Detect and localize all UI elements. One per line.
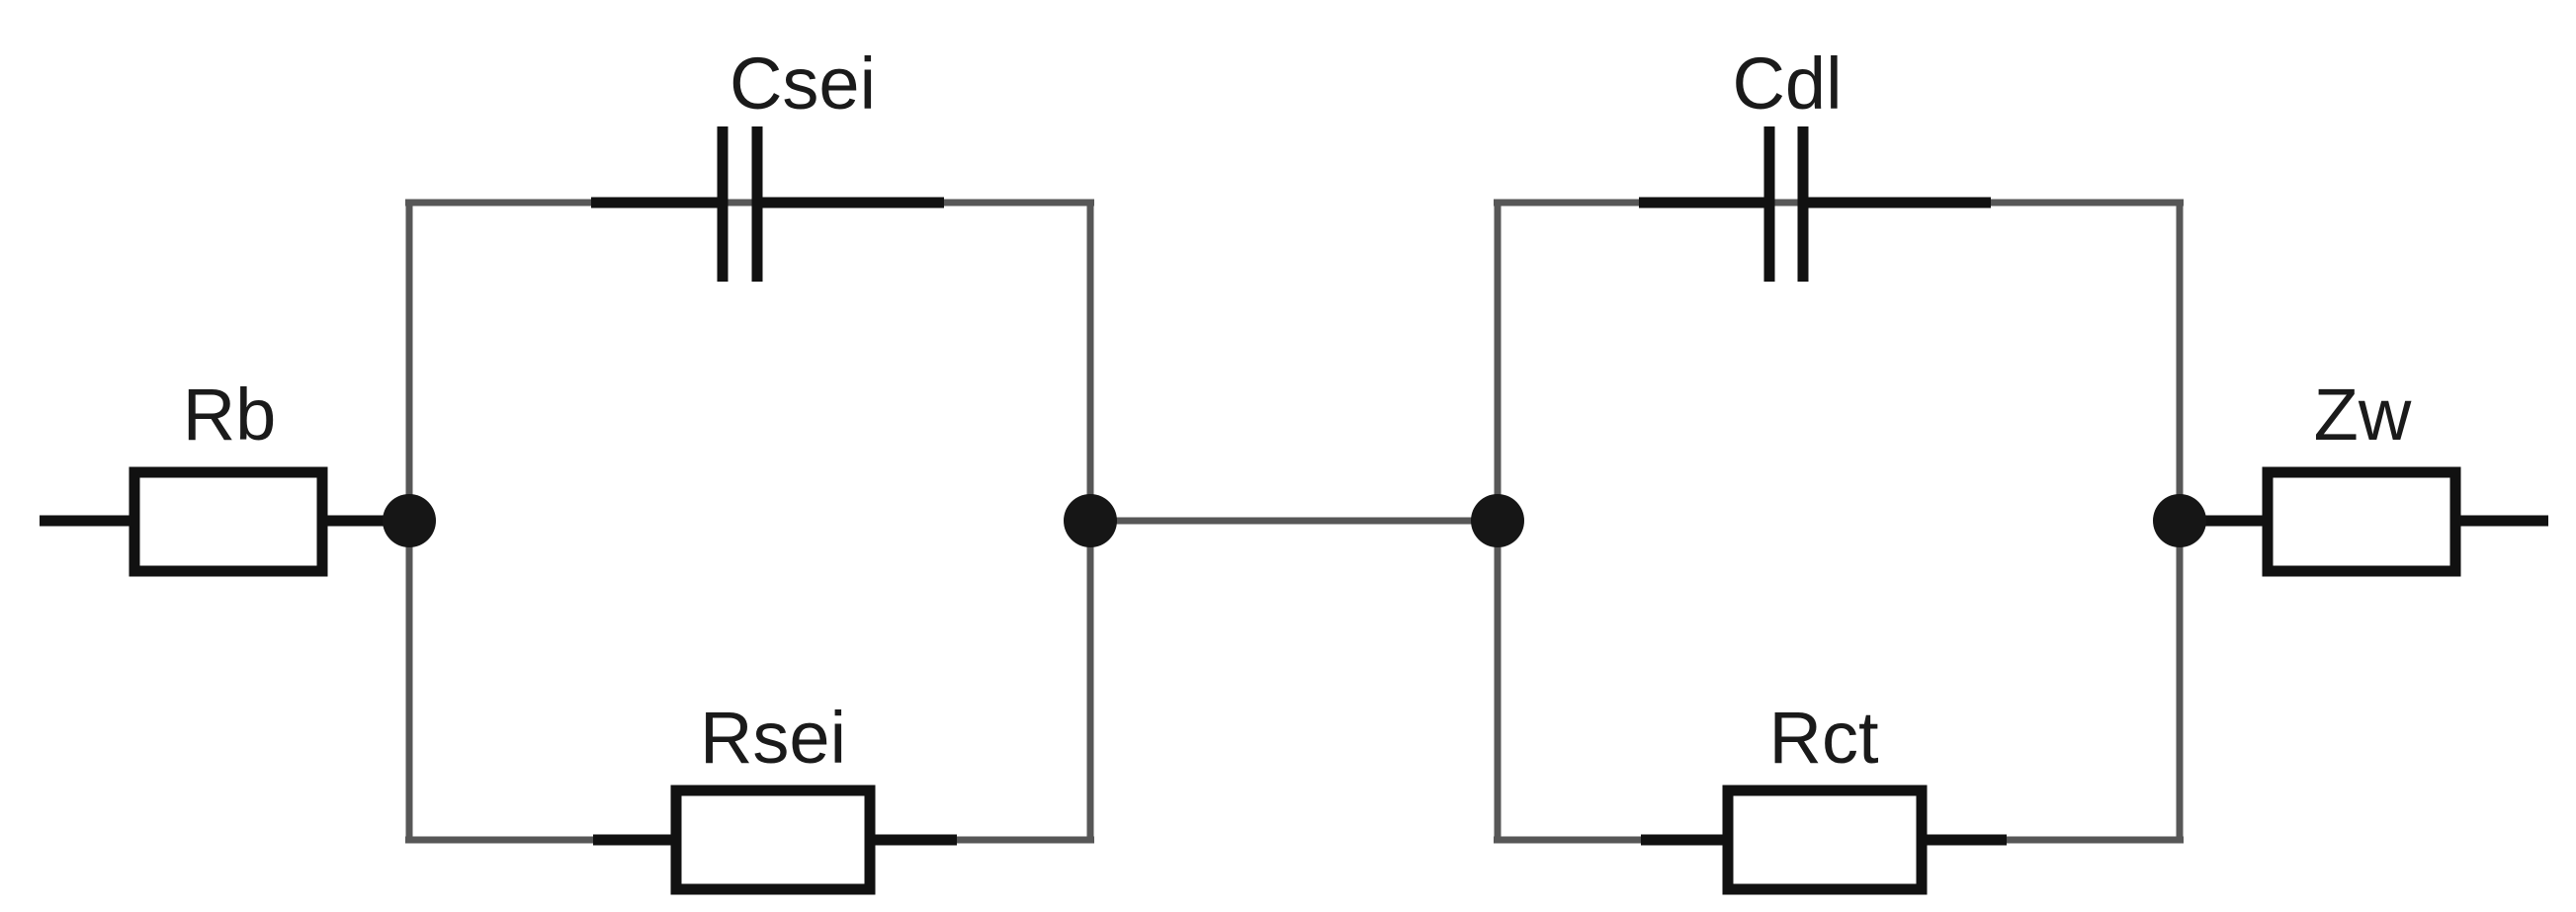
- csei-label: Csei: [730, 42, 876, 124]
- rb-label: Rb: [183, 373, 277, 456]
- rct-body: [1722, 785, 1928, 895]
- component-csei[interactable]: Csei: [591, 42, 944, 282]
- cdl-label: Cdl: [1732, 42, 1842, 124]
- rct-label: Rct: [1769, 697, 1879, 779]
- junction-node-b: [1064, 494, 1117, 547]
- component-rct[interactable]: Rct: [1641, 697, 2007, 895]
- zw-body: [2262, 466, 2461, 577]
- zw-label: Zw: [2314, 373, 2412, 456]
- rc-block-dl: Cdl Rct: [1494, 42, 2184, 895]
- component-rb[interactable]: Rb: [129, 373, 409, 577]
- junction-node-d: [2153, 494, 2206, 547]
- component-cdl[interactable]: Cdl: [1639, 42, 1991, 282]
- rc-block-sei: Csei Rsei: [405, 42, 1094, 895]
- rsei-label: Rsei: [700, 697, 846, 779]
- component-rsei[interactable]: Rsei: [593, 697, 957, 895]
- junction-node-a: [383, 494, 436, 547]
- rb-body: [129, 466, 328, 577]
- component-zw[interactable]: Zw: [2180, 373, 2548, 577]
- junction-node-c: [1471, 494, 1524, 547]
- rsei-body: [670, 785, 876, 895]
